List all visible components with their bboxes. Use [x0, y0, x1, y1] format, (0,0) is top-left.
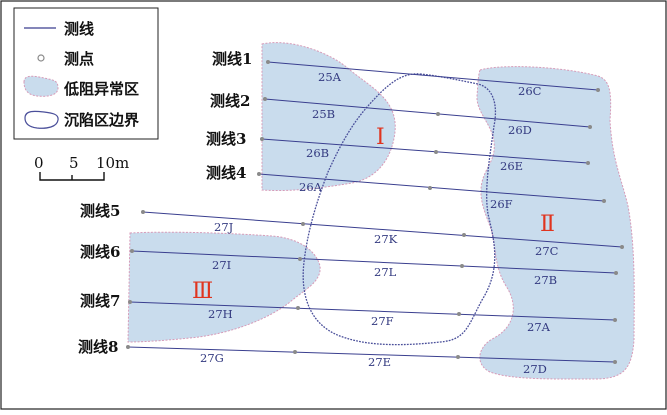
survey-point [141, 210, 145, 214]
survey-line-labels: 测线1 测线2 测线3 测线4 测线5 测线6 测线7 测线8 [78, 50, 252, 356]
anomaly-zone-3 [127, 231, 321, 343]
scale-tick-10: 10 [96, 154, 115, 172]
survey-point [263, 97, 267, 101]
scale-bar [39, 172, 105, 181]
segment-label: 26C [518, 84, 542, 98]
survey-point [257, 172, 261, 176]
region-label-3: Ⅲ [192, 279, 213, 304]
survey-line-label-5: 测线5 [80, 202, 120, 220]
survey-point [460, 264, 464, 268]
survey-line-label-7: 测线7 [80, 292, 120, 310]
segment-label: 27H [208, 307, 233, 321]
survey-line-label-8: 测线8 [78, 338, 118, 356]
region-label-2: Ⅱ [540, 212, 555, 237]
segment-label: 25B [312, 107, 335, 121]
legend-boundary-symbol [24, 110, 59, 129]
scale-unit: m [115, 154, 129, 172]
survey-line-label-1: 测线1 [212, 50, 252, 68]
scale-tick-0: 0 [34, 154, 44, 172]
segment-labels: 25A 25B 26B 26A 26C 26D 26E 26F 27J 27K … [200, 70, 559, 376]
subsidence-boundary [302, 73, 497, 346]
segment-label: 27A [527, 320, 551, 334]
survey-line-2 [264, 98, 591, 128]
segment-label: 27L [374, 265, 397, 279]
survey-line-label-6: 测线6 [80, 243, 120, 261]
survey-point [613, 360, 617, 364]
survey-line-label-2: 测线2 [210, 92, 250, 110]
survey-point [614, 271, 618, 275]
legend-anomaly-symbol [23, 75, 59, 97]
segment-label: 27I [212, 258, 231, 272]
survey-point [298, 257, 302, 261]
survey-line-3 [261, 138, 589, 164]
survey-point [620, 245, 624, 249]
region-labels: Ⅰ Ⅱ Ⅲ [192, 125, 555, 304]
survey-point [266, 60, 270, 64]
scale-tick-5: 5 [69, 154, 79, 172]
survey-point [457, 312, 461, 316]
survey-point [586, 161, 590, 165]
segment-label: 27J [214, 220, 234, 234]
legend-point-label: 测点 [64, 50, 94, 68]
survey-point [613, 318, 617, 322]
legend-anomaly-label: 低阻异常区 [63, 80, 139, 98]
segment-label: 27G [200, 351, 224, 365]
legend-point-symbol [37, 54, 45, 62]
segment-label: 25A [318, 70, 342, 84]
segment-label: 27F [371, 314, 394, 328]
segment-label: 26B [306, 146, 329, 160]
survey-line-label-3: 测线3 [206, 130, 246, 148]
survey-point [462, 233, 466, 237]
anomaly-zone-2 [476, 66, 635, 380]
survey-line-1 [267, 61, 599, 91]
survey-line-8 [127, 346, 616, 363]
survey-point [602, 199, 606, 203]
survey-point [296, 306, 300, 310]
survey-point [301, 222, 305, 226]
legend-box [13, 7, 159, 140]
legend-line-label: 测线 [64, 20, 94, 38]
survey-point [130, 249, 134, 253]
survey-point [260, 137, 264, 141]
survey-point [293, 350, 297, 354]
anomaly-zone-1 [261, 42, 396, 192]
segment-label: 27D [523, 362, 547, 376]
segment-label: 26D [508, 123, 532, 137]
survey-point [588, 125, 592, 129]
survey-point [436, 112, 440, 116]
survey-point [434, 150, 438, 154]
survey-point [456, 355, 460, 359]
survey-line-6 [131, 250, 617, 274]
region-label-1: Ⅰ [376, 125, 385, 150]
segment-label: 27C [535, 244, 559, 258]
segment-label: 27K [374, 232, 398, 246]
segment-label: 27E [368, 355, 391, 369]
segment-label: 26F [490, 197, 513, 211]
survey-point [596, 88, 600, 92]
segment-label: 26E [500, 159, 523, 173]
segment-label: 26A [299, 180, 323, 194]
survey-point [128, 300, 132, 304]
survey-point [126, 345, 130, 349]
survey-point [428, 186, 432, 190]
survey-line-5 [142, 211, 623, 248]
segment-label: 27B [534, 273, 557, 287]
survey-line-7 [129, 301, 616, 321]
survey-points [126, 60, 624, 364]
legend-boundary-label: 沉陷区边界 [64, 111, 139, 129]
survey-line-label-4: 测线4 [206, 164, 246, 182]
